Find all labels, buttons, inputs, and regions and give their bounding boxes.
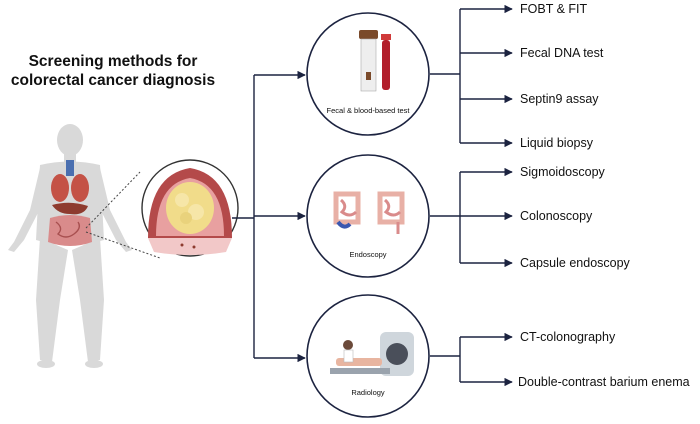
colon-icons xyxy=(333,191,405,234)
method-barium-enema: Double-contrast barium enema xyxy=(518,375,690,389)
branch-connector-fecal xyxy=(430,4,513,148)
lung-right xyxy=(71,174,89,202)
ct-scanner-icon xyxy=(330,332,414,376)
endoscopy-circle xyxy=(306,154,430,278)
method-capsule-endoscopy: Capsule endoscopy xyxy=(520,256,630,270)
trachea xyxy=(66,160,74,176)
method-septin9: Septin9 assay xyxy=(520,92,599,106)
method-ct-colonography: CT-colonography xyxy=(520,330,616,344)
method-colonoscopy: Colonoscopy xyxy=(520,209,593,223)
title-line-2: colorectal cancer diagnosis xyxy=(10,72,216,89)
human-body-illustration xyxy=(8,124,132,368)
tumor-zoom-circle xyxy=(141,159,239,257)
group-label-fecal-blood: Fecal & blood-based test xyxy=(326,106,410,115)
method-fobt-fit: FOBT & FIT xyxy=(520,2,588,16)
zoom-line-bottom xyxy=(85,231,161,259)
title-line-1: Screening methods for xyxy=(28,53,198,70)
liver xyxy=(52,202,88,215)
zoom-line-top xyxy=(85,171,141,229)
method-sigmoidoscopy: Sigmoidoscopy xyxy=(520,165,605,179)
sample-tubes-icon xyxy=(359,30,391,92)
main-connector xyxy=(232,70,306,363)
group-label-endoscopy: Endoscopy xyxy=(349,250,387,259)
method-liquid-biopsy: Liquid biopsy xyxy=(520,136,593,150)
method-fecal-dna: Fecal DNA test xyxy=(520,46,604,60)
diagram-title: Screening methods for colorectal cancer … xyxy=(8,52,218,90)
intestines xyxy=(48,215,92,246)
radiology-circle xyxy=(306,294,430,418)
branch-connector-radiology xyxy=(430,332,513,387)
branch-connector-endoscopy xyxy=(430,167,513,268)
lung-left xyxy=(51,174,69,202)
group-label-radiology: Radiology xyxy=(351,388,385,397)
